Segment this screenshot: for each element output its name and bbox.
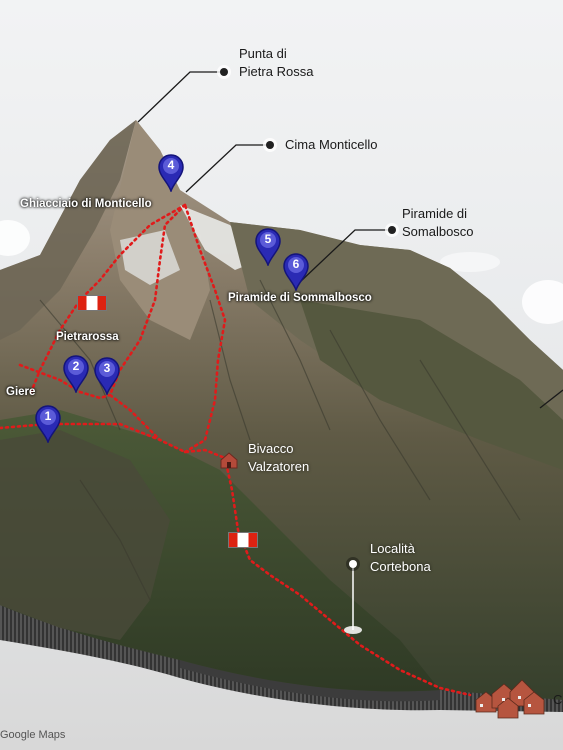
map-pin-icon bbox=[255, 228, 281, 266]
ghiacciaio-label: Ghiacciaio di Monticello bbox=[20, 198, 152, 210]
punta-pietra-rossa-marker[interactable] bbox=[220, 68, 228, 76]
piramide-somalbosco-marker[interactable] bbox=[388, 226, 396, 234]
trail-sign-icon[interactable] bbox=[228, 532, 258, 548]
hiking-trail bbox=[0, 203, 472, 697]
village-icon[interactable] bbox=[472, 672, 552, 720]
cortebona-label: Località Cortebona bbox=[370, 541, 431, 574]
map-pin-icon bbox=[94, 357, 120, 395]
cima-monticello-label: Cima Monticello bbox=[285, 137, 378, 152]
waypoint-pin-1[interactable]: 1 bbox=[33, 403, 63, 443]
cloud-decor bbox=[0, 220, 563, 324]
cortebona-marker[interactable] bbox=[349, 560, 357, 568]
cima-monticello-marker[interactable] bbox=[266, 141, 274, 149]
waypoint-pin-5[interactable]: 5 bbox=[253, 226, 283, 266]
waypoint-pin-3[interactable]: 3 bbox=[92, 355, 122, 395]
piramide-somalbosco-callout-label: Piramide di Somalbosco bbox=[402, 206, 474, 239]
waypoint-pin-6[interactable]: 6 bbox=[281, 251, 311, 291]
punta-pietra-rossa-label: Punta di Pietra Rossa bbox=[239, 46, 314, 79]
map-pin-icon bbox=[63, 355, 89, 393]
waypoint-pin-2[interactable]: 2 bbox=[61, 353, 91, 393]
bivacco-label: Bivacco Valzatoren bbox=[248, 441, 310, 474]
piramide-terrain-label: Piramide di Sommalbosco bbox=[228, 292, 372, 304]
hut-icon[interactable] bbox=[219, 451, 239, 469]
cortebona-ground-marker bbox=[344, 626, 362, 634]
edge-label: C bbox=[553, 692, 563, 707]
map-credit: Google Maps bbox=[0, 729, 66, 741]
waypoint-pin-4[interactable]: 4 bbox=[156, 152, 186, 192]
map-pin-icon bbox=[283, 253, 309, 291]
giere-label: Giere bbox=[6, 386, 36, 398]
map-pin-icon bbox=[158, 154, 184, 192]
callout-lines bbox=[137, 71, 563, 409]
map-pin-icon bbox=[35, 405, 61, 443]
trail-sign-icon[interactable] bbox=[77, 295, 107, 311]
pietrarossa-label: Pietrarossa bbox=[56, 331, 119, 343]
